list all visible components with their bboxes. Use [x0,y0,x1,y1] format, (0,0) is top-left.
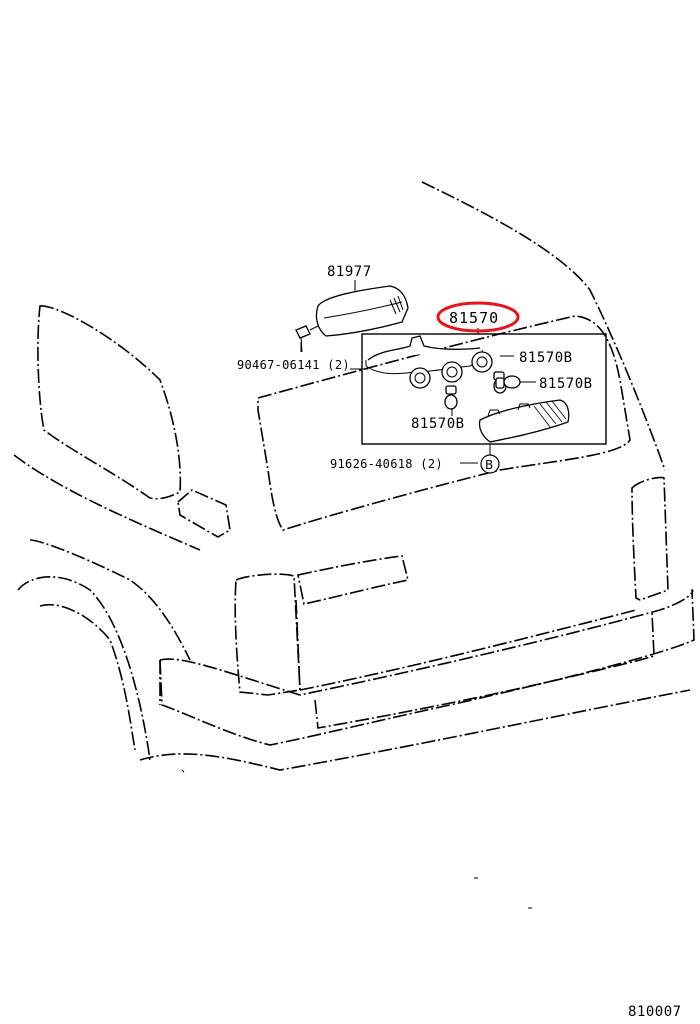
assembly-box [361,333,607,445]
bulb-right [495,375,521,389]
label-81570: 81570 [449,309,499,327]
label-clip: 91626-40618 (2) [330,457,443,471]
wiring-harness [365,335,493,389]
label-bulb-upper: 81570B [519,350,573,366]
lamp-cover-part [315,280,409,337]
label-81977: 81977 [327,264,372,280]
bulb-lower [444,385,458,410]
callout-b-letter: B [485,458,493,472]
bulbs [444,371,521,410]
label-screw: 90467-06141 (2) [237,358,350,372]
vehicle-body-outline [13,181,695,909]
label-bulb-lower: 81570B [411,416,465,432]
screw-part [295,325,319,353]
lamp-lens-housing [478,399,570,443]
label-bulb-right: 81570B [539,376,593,392]
diagram-number: 810007 [628,1004,682,1020]
leader-lines [350,355,536,464]
highlight-ring [436,301,520,333]
callout-b-circle [480,454,500,474]
